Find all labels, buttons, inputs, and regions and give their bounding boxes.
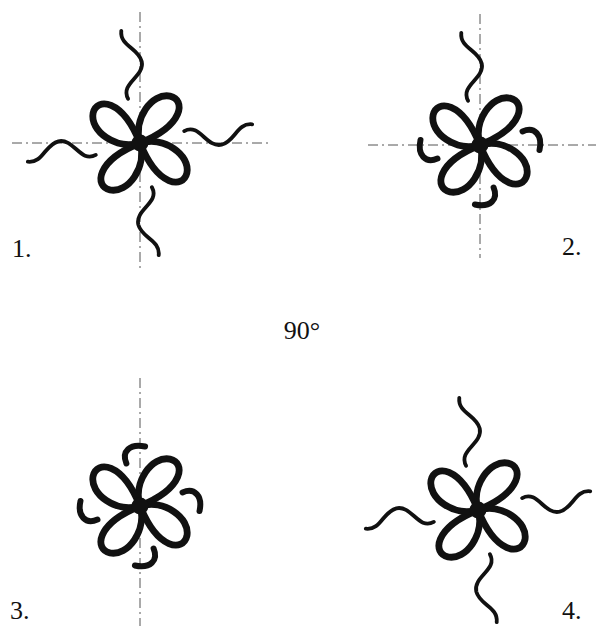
figure-number: 3.: [10, 598, 30, 624]
figure-number: 4.: [562, 598, 582, 624]
figure-number: 1.: [12, 236, 32, 262]
figure-three: [80, 378, 201, 626]
figure-one: [12, 12, 270, 268]
figure-number: 2.: [562, 234, 582, 260]
figure-two: [368, 14, 596, 258]
figure-four: [366, 398, 590, 622]
angle-label: 90°: [284, 318, 320, 344]
